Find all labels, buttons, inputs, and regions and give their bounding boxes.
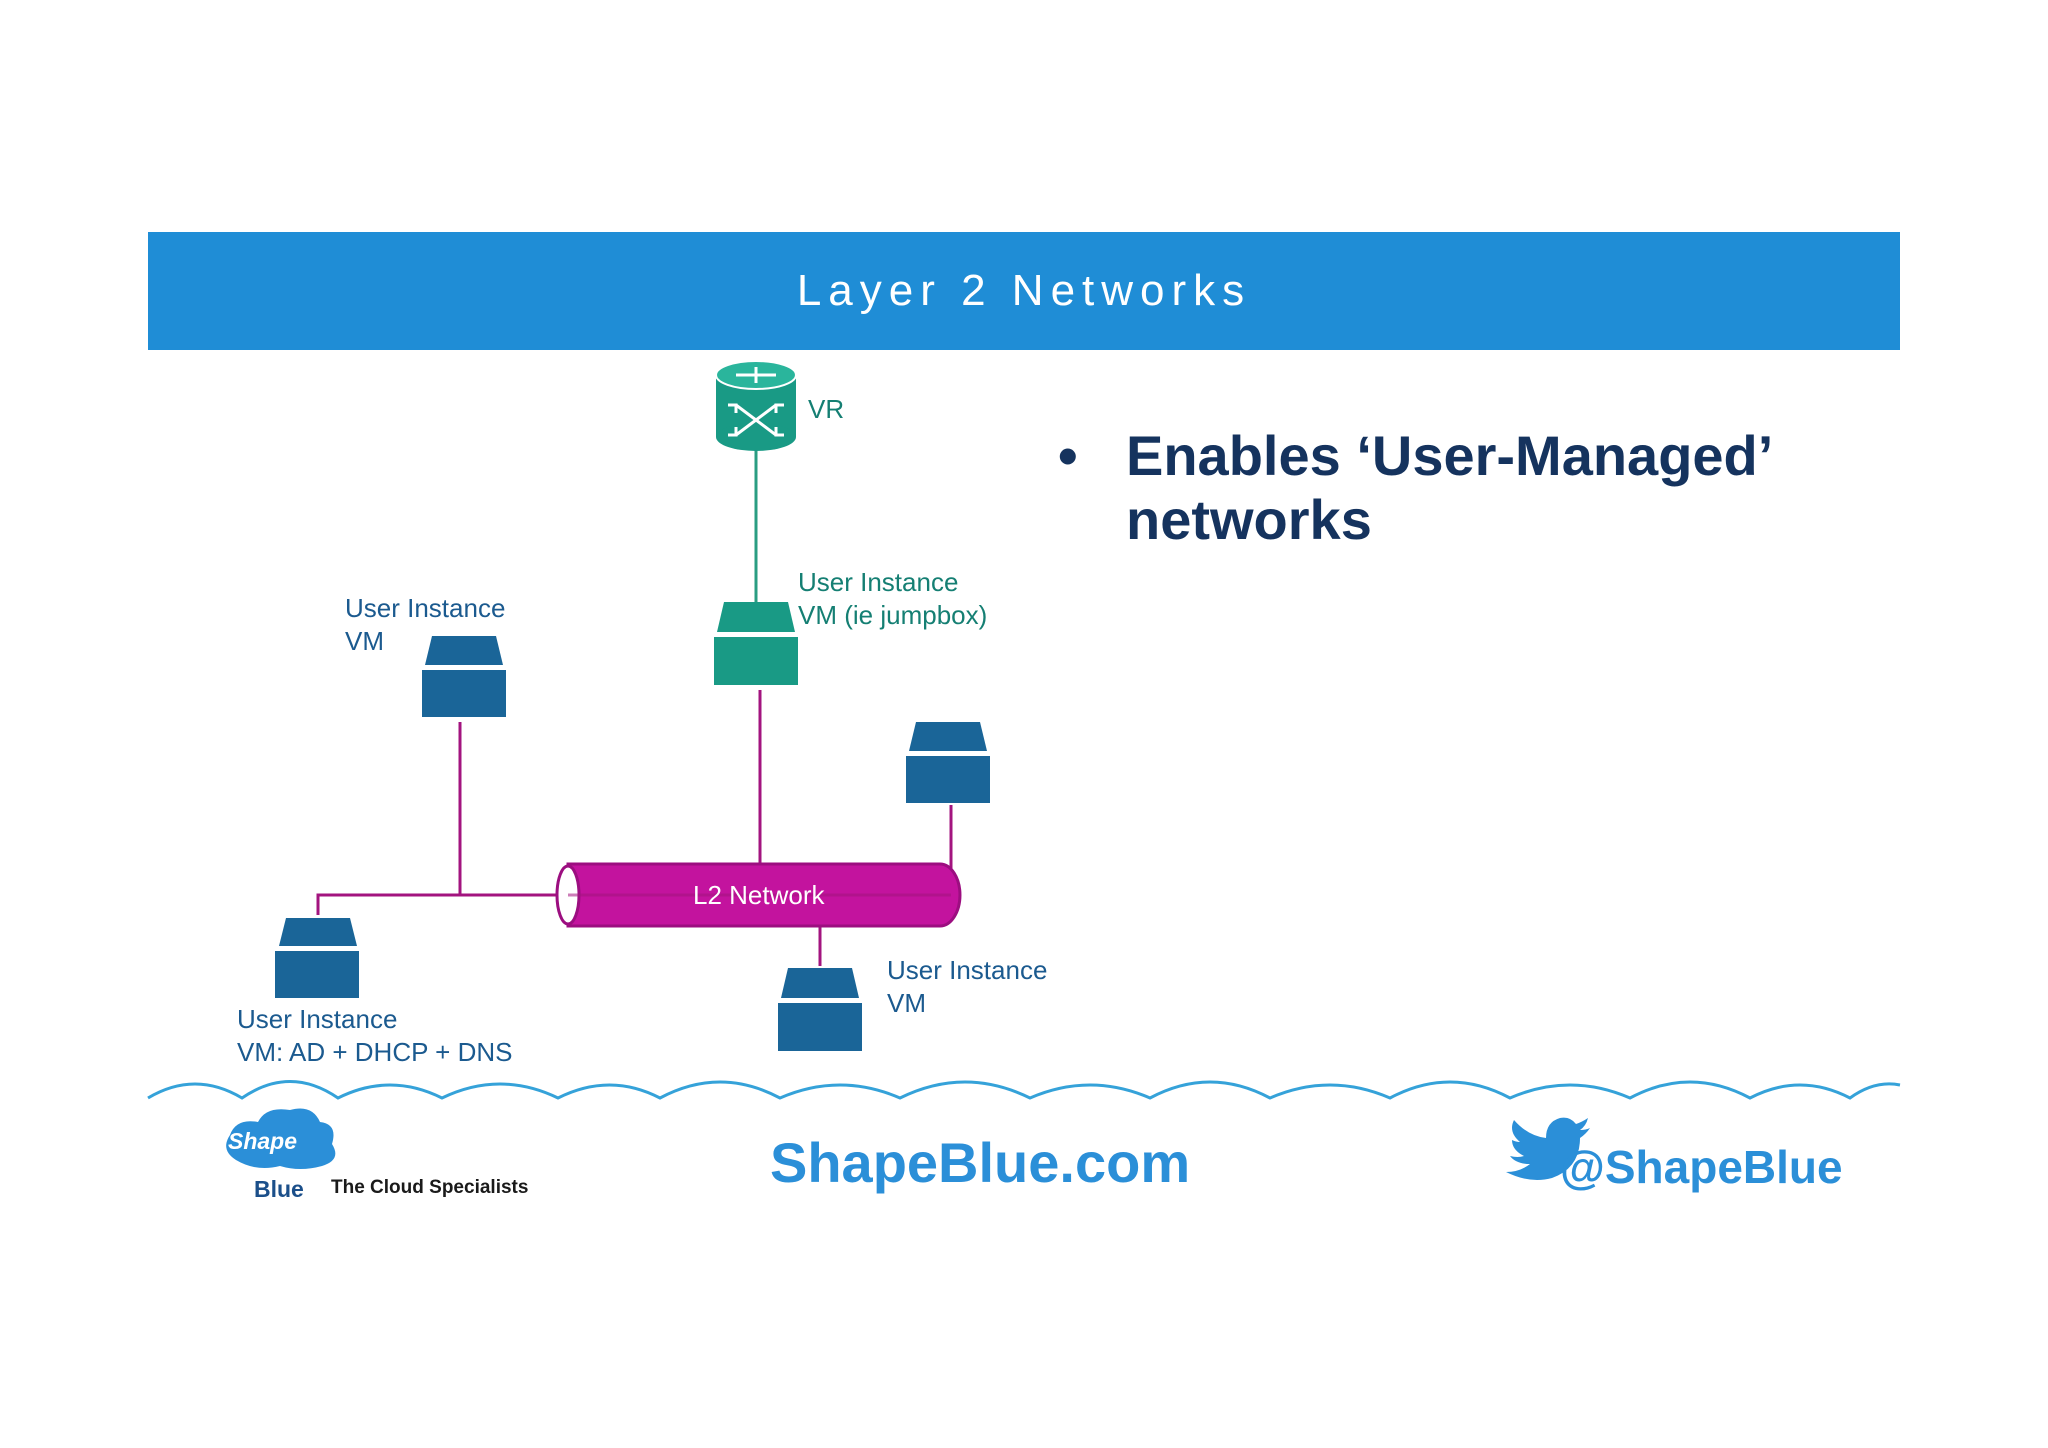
vm-ad-label: User Instance VM: AD + DHCP + DNS bbox=[237, 1003, 513, 1069]
l2-network-pipe bbox=[555, 862, 962, 928]
tagline: The Cloud Specialists bbox=[331, 1177, 529, 1198]
router-icon bbox=[715, 360, 797, 451]
website-link[interactable]: ShapeBlue.com bbox=[770, 1131, 1191, 1194]
vm-left-label-line1: User Instance bbox=[345, 593, 506, 623]
jumpbox-label: User Instance VM (ie jumpbox) bbox=[798, 566, 987, 632]
vm-jumpbox-icon bbox=[714, 602, 798, 685]
shapeblue-logo-icon bbox=[226, 1108, 336, 1169]
vm-ad-label-line1: User Instance bbox=[237, 1004, 398, 1034]
logo-blue-text: Blue bbox=[254, 1176, 304, 1202]
vm-left-icon bbox=[422, 636, 506, 717]
jumpbox-label-line2: VM (ie jumpbox) bbox=[798, 600, 988, 630]
twitter-handle-link[interactable]: @ShapeBlue bbox=[1560, 1141, 1843, 1193]
bullet-text: Enables ‘User-Managed’ networks bbox=[1126, 424, 1771, 551]
bullet-symbol: • bbox=[1058, 424, 1078, 487]
vm-left-label-line2: VM bbox=[345, 626, 384, 656]
vm-left-label: User Instance VM bbox=[345, 592, 505, 658]
title-bar: Layer 2 Networks bbox=[148, 232, 1900, 350]
vm-bottom-right-label-line1: User Instance bbox=[887, 955, 1048, 985]
vm-right-icon bbox=[906, 722, 990, 803]
vm-bottom-icon bbox=[778, 968, 862, 1051]
l2-network-label: L2 Network bbox=[693, 880, 825, 910]
jumpbox-label-line1: User Instance bbox=[798, 567, 959, 597]
logo-shape-text: Shape bbox=[228, 1128, 298, 1154]
vm-ad-icon bbox=[275, 918, 359, 998]
vm-ad-label-line2: VM: AD + DHCP + DNS bbox=[237, 1037, 513, 1067]
vm-bottom-right-label: User Instance VM bbox=[887, 954, 1047, 1020]
router-label: VR bbox=[808, 394, 845, 424]
vm-bottom-right-label-line2: VM bbox=[887, 988, 926, 1018]
twitter-bird-icon bbox=[1506, 1117, 1590, 1180]
cloud-border bbox=[147, 1080, 1901, 1100]
slide-title: Layer 2 Networks bbox=[796, 266, 1252, 315]
